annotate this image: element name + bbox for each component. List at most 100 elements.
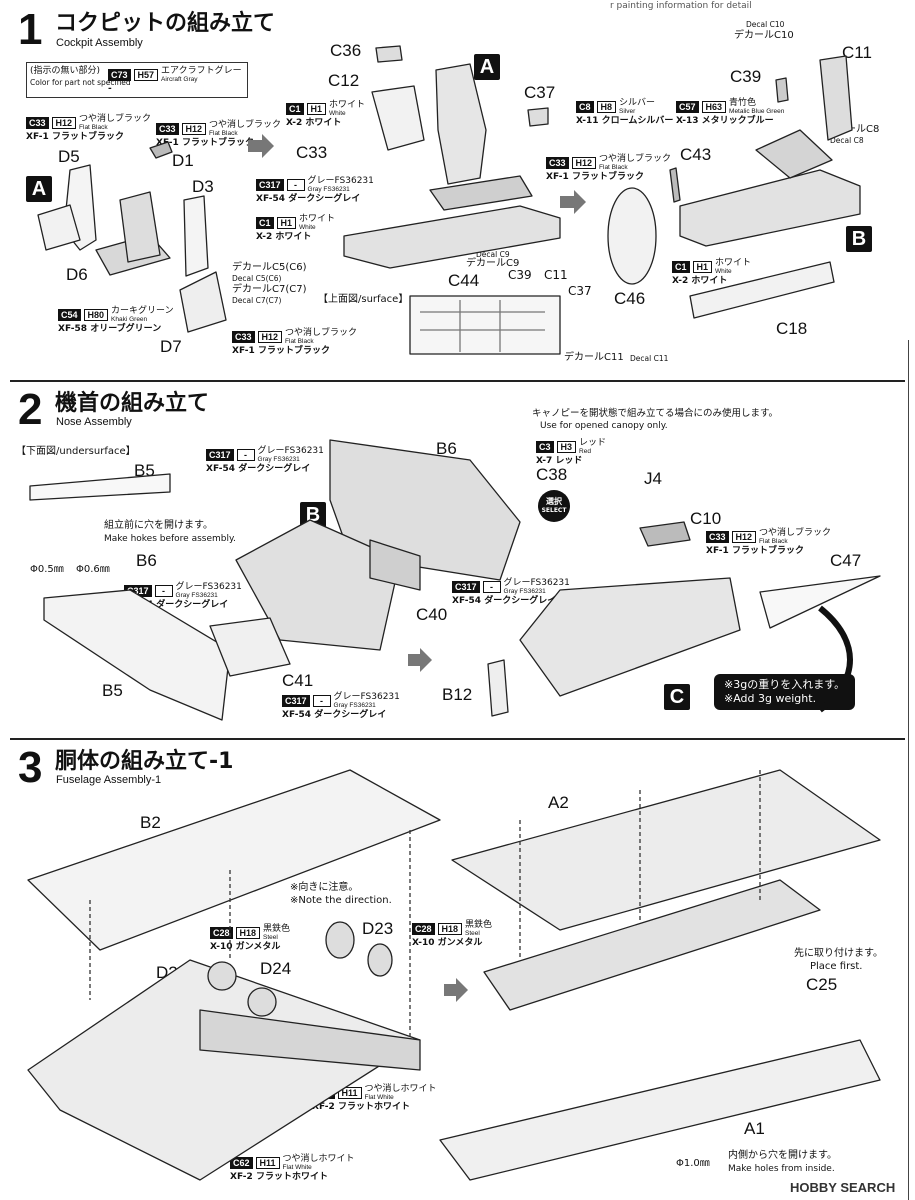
part-label: D5	[58, 147, 80, 166]
legend-jp: (指示の無い部分)	[30, 66, 101, 76]
part-label: C43	[680, 145, 712, 164]
undersurface-view-label: 【下面図/undersurface】	[16, 446, 136, 457]
part-label: J4	[644, 469, 662, 488]
part-b12	[487, 659, 509, 717]
step-title: コクピットの組み立て	[55, 11, 276, 36]
part-label: C47	[830, 551, 862, 570]
part-c36	[375, 45, 403, 63]
part-label: B5	[102, 681, 123, 700]
part-label: C40	[416, 605, 448, 624]
bulkhead-c40	[369, 539, 421, 591]
part-label: D6	[66, 265, 88, 284]
part-label: D24	[260, 959, 292, 978]
engine-face-d23	[325, 921, 355, 959]
section-divider-2	[10, 738, 905, 740]
decal-label: C37	[568, 284, 592, 298]
decal-label: デカールC9	[466, 258, 520, 269]
seat-back	[119, 191, 161, 263]
part-label: C33	[296, 143, 328, 162]
hole-size: Φ0.5㎜	[30, 564, 64, 575]
header-fragment: r painting information for detail	[610, 1, 752, 11]
surface-view-label: 【上面図/surface】	[318, 294, 409, 305]
part-label: C46	[614, 289, 646, 308]
intake-assembly	[483, 879, 821, 1011]
decal-label: デカールC8	[826, 124, 880, 135]
part-c43	[669, 167, 681, 203]
decal-label: デカールC7(C7)	[232, 284, 307, 295]
decal-label-en: Decal C11	[630, 354, 669, 363]
underside-view	[29, 473, 171, 501]
color-legend	[26, 62, 248, 98]
step-number: 3	[18, 743, 43, 792]
assembly-arrow	[248, 134, 274, 158]
seat-c11	[819, 55, 853, 141]
decal-label: C39	[508, 268, 532, 282]
instrument-panel-c46	[607, 187, 657, 285]
fuselage-half-b2	[27, 769, 441, 951]
step-subtitle: Fuselage Assembly-1	[56, 774, 162, 786]
seat-part-d1	[149, 141, 173, 159]
part-label: C10	[690, 509, 722, 528]
decal-label: C11	[544, 268, 568, 282]
part-label: D7	[160, 337, 182, 356]
part-label: C25	[806, 975, 838, 994]
part-label: C39	[730, 67, 762, 86]
part-label: A2	[548, 793, 569, 812]
part-label: A1	[744, 1119, 765, 1138]
inside-note-en: Make holes from inside.	[728, 1164, 835, 1174]
part-label: C12	[328, 71, 360, 90]
fuselage-half-b3	[27, 959, 421, 1181]
side-panel-c41	[209, 617, 291, 677]
cockpit-assembly	[679, 169, 861, 247]
part-label: B6	[136, 551, 157, 570]
floor-c18	[689, 261, 835, 319]
seat-part-d7	[179, 271, 227, 333]
assembly-arrow	[408, 648, 432, 672]
direction-note-jp: ※向きに注意。	[290, 882, 359, 893]
part-label: C37	[524, 83, 556, 102]
part-c39	[775, 77, 789, 103]
legend-en: Color for part not specified	[30, 78, 131, 87]
hobby-search-logo: HOBBY SEARCH	[790, 1180, 896, 1195]
part-label: B6	[436, 439, 457, 458]
assembly-arrow	[444, 978, 468, 1002]
step-number: 2	[18, 385, 43, 434]
assembly-arrow	[560, 190, 586, 214]
first-note-en: Place first.	[810, 961, 863, 972]
decal-label-en: Decal C9	[476, 250, 510, 259]
part-label: C18	[776, 319, 808, 338]
lower-fuselage-a1	[439, 1039, 881, 1181]
decal-label: デカールC5(C6)	[232, 262, 307, 273]
part-label: B12	[442, 685, 473, 704]
inside-note-jp: 内側から穴を開けます。	[728, 1150, 837, 1161]
part-label: B5	[134, 461, 155, 480]
assembly-marker-b: B	[846, 226, 872, 252]
part-label: C44	[448, 271, 480, 290]
ejection-seat	[435, 63, 487, 185]
holes-note-jp: 組立前に穴を開けます。	[104, 520, 213, 531]
side-panel-b5	[43, 589, 231, 721]
assembly-marker-a: A	[474, 54, 500, 80]
part-label: C11	[842, 43, 872, 62]
section-divider-1	[10, 380, 905, 382]
decal-label-en: Decal C5(C6)	[232, 274, 282, 283]
